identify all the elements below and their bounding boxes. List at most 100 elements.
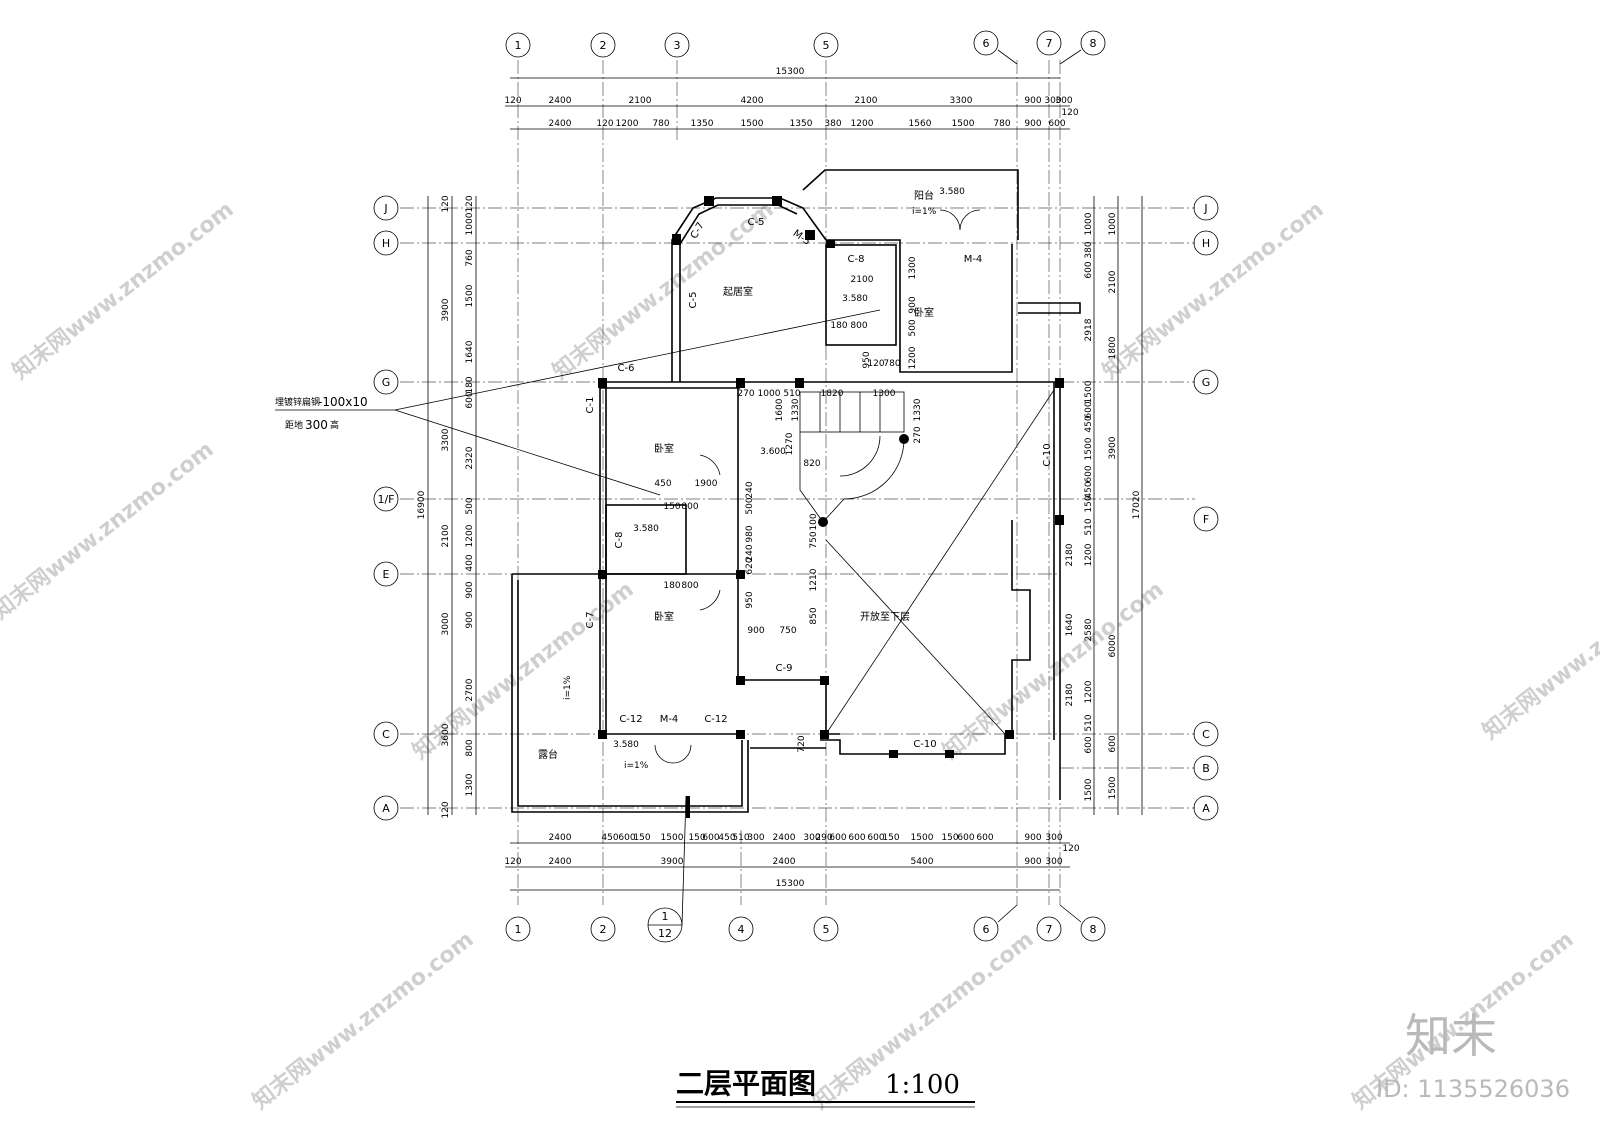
slope-mark: i=1% xyxy=(563,675,573,700)
dim-text: 2320 xyxy=(465,446,475,469)
grid-label: C xyxy=(1202,728,1210,741)
dim-text: 1000 xyxy=(758,389,781,399)
dim-text: 3900 xyxy=(441,298,451,321)
dim-text: 1500 xyxy=(1084,380,1094,403)
dim-text: 600 xyxy=(702,833,719,843)
dim-text: 2400 xyxy=(549,119,572,129)
detail-callout-top: 1 xyxy=(662,910,669,923)
level-mark: 3.600 xyxy=(760,447,786,457)
dim-text: 900 xyxy=(1024,96,1041,106)
grid-label: 2 xyxy=(600,39,607,52)
grid-label: 1 xyxy=(515,923,522,936)
dim-text: 300 xyxy=(747,833,764,843)
room-bedroom-w1: 卧室 xyxy=(654,442,674,455)
room-labels: 起居室 阳台 卧室 卧室 卧室 露台 开放至下层 xyxy=(538,189,934,761)
dim-text: 400 xyxy=(465,554,475,571)
level-mark: 3.580 xyxy=(613,740,639,750)
dim-text: 3300 xyxy=(441,428,451,451)
dim-text: 6000 xyxy=(1108,634,1118,657)
dim-text: 1200 xyxy=(616,119,639,129)
dim-text: 1500 xyxy=(1084,437,1094,460)
dim-text: 780 xyxy=(993,119,1010,129)
dim-text: 180 xyxy=(663,581,680,591)
dim-text: 2400 xyxy=(549,96,572,106)
dim-text: 2400 xyxy=(549,857,572,867)
dim-text: 270 xyxy=(913,426,923,443)
window-tag: C-7 xyxy=(689,221,707,241)
grid-bubbles-top: 1 2 3 5 6 7 8 xyxy=(505,30,1106,65)
window-tag: M-4 xyxy=(964,254,983,265)
dim-text: 510 xyxy=(783,389,800,399)
plan-walls xyxy=(511,169,1081,813)
dim-text: 1500 xyxy=(741,119,764,129)
room-living: 起居室 xyxy=(723,285,753,298)
open-to-below xyxy=(825,389,1055,735)
grid-bubbles-bottom: 1 2 4 5 6 7 8 1 12 xyxy=(505,795,1106,943)
grid-label: C xyxy=(382,728,390,741)
dim-text: 240 xyxy=(745,481,755,498)
grid-label: 7 xyxy=(1046,37,1053,50)
dim-text: 120 xyxy=(465,195,475,212)
grid-label: 3 xyxy=(674,39,681,52)
dim-text: 620 xyxy=(745,557,755,574)
dim-text: 150 xyxy=(688,833,705,843)
dim-text: 800 xyxy=(850,321,867,331)
dim-text: 600 xyxy=(867,833,884,843)
grid-bubbles-right: J H G F C B A xyxy=(1193,195,1219,821)
drawing-title-text: 二层平面图 xyxy=(676,1067,816,1100)
window-tag: C-10 xyxy=(1042,443,1053,466)
dim-text: 1500 xyxy=(911,833,934,843)
embedded-steel-annotation: 埋镀锌扁钢 -100x10 距地 300 高 xyxy=(275,309,881,496)
dim-text: 900 xyxy=(1024,833,1041,843)
dim-text: 180 xyxy=(465,376,475,393)
room-balcony: 阳台 xyxy=(914,189,934,202)
dim-text: 300 xyxy=(1045,857,1062,867)
dim-text: 950 xyxy=(862,351,872,368)
dim-text: 450 xyxy=(1084,481,1094,498)
brand-logo: 知末 xyxy=(1405,1009,1497,1063)
dim-text: 1560 xyxy=(909,119,932,129)
dim-text: 900 xyxy=(1024,857,1041,867)
annotation-line1: 埋镀锌扁钢 xyxy=(275,396,320,408)
dim-text: 720 xyxy=(797,735,807,752)
dim-text: 3600 xyxy=(441,723,451,746)
dim-text: 120 xyxy=(596,119,613,129)
dim-text: 750 xyxy=(809,531,819,548)
grid-label: 6 xyxy=(983,923,990,936)
window-tag: C-9 xyxy=(776,663,793,674)
grid-label: G xyxy=(1202,376,1211,389)
dim-text: 3300 xyxy=(950,96,973,106)
dim-text: 380 xyxy=(1084,241,1094,258)
dim-text: 2100 xyxy=(855,96,878,106)
dim-text: 780 xyxy=(883,359,900,369)
dim-text: 600 xyxy=(1084,465,1094,482)
watermark: 知末网www.znzmo.com xyxy=(938,576,1169,764)
grid-label: 1/F xyxy=(377,493,394,506)
dim-text: 1500 xyxy=(1108,776,1118,799)
dim-text: 1000 xyxy=(465,212,475,235)
brand-id: ID: 1135526036 xyxy=(1376,1075,1570,1103)
dim-text: 240 xyxy=(745,544,755,561)
dim-text: 1600 xyxy=(775,398,785,421)
annotation-line2-unit: 高 xyxy=(330,419,339,431)
dim-text: 600 xyxy=(1108,735,1118,752)
dim-text: 780 xyxy=(652,119,669,129)
grid-label: 4 xyxy=(738,923,745,936)
window-tag: C-10 xyxy=(913,739,936,750)
grid-label: A xyxy=(382,802,390,815)
dim-text: 450 xyxy=(1084,415,1094,432)
dim-text: 4200 xyxy=(741,96,764,106)
columns xyxy=(598,196,1064,818)
watermark: 知末网www.znzmo.com xyxy=(8,196,239,384)
dim-text: 150 xyxy=(882,833,899,843)
grid-label: 1 xyxy=(515,39,522,52)
dim-text: 120 xyxy=(1061,108,1078,118)
window-tag: C-12 xyxy=(704,714,727,725)
axis-lines xyxy=(400,60,1195,905)
dim-text: 500 xyxy=(465,497,475,514)
grid-label: 6 xyxy=(983,37,990,50)
dim-text: 760 xyxy=(465,249,475,266)
grid-label: J xyxy=(1203,202,1207,215)
watermark: 知末网www.znzmo.com xyxy=(1098,196,1329,384)
